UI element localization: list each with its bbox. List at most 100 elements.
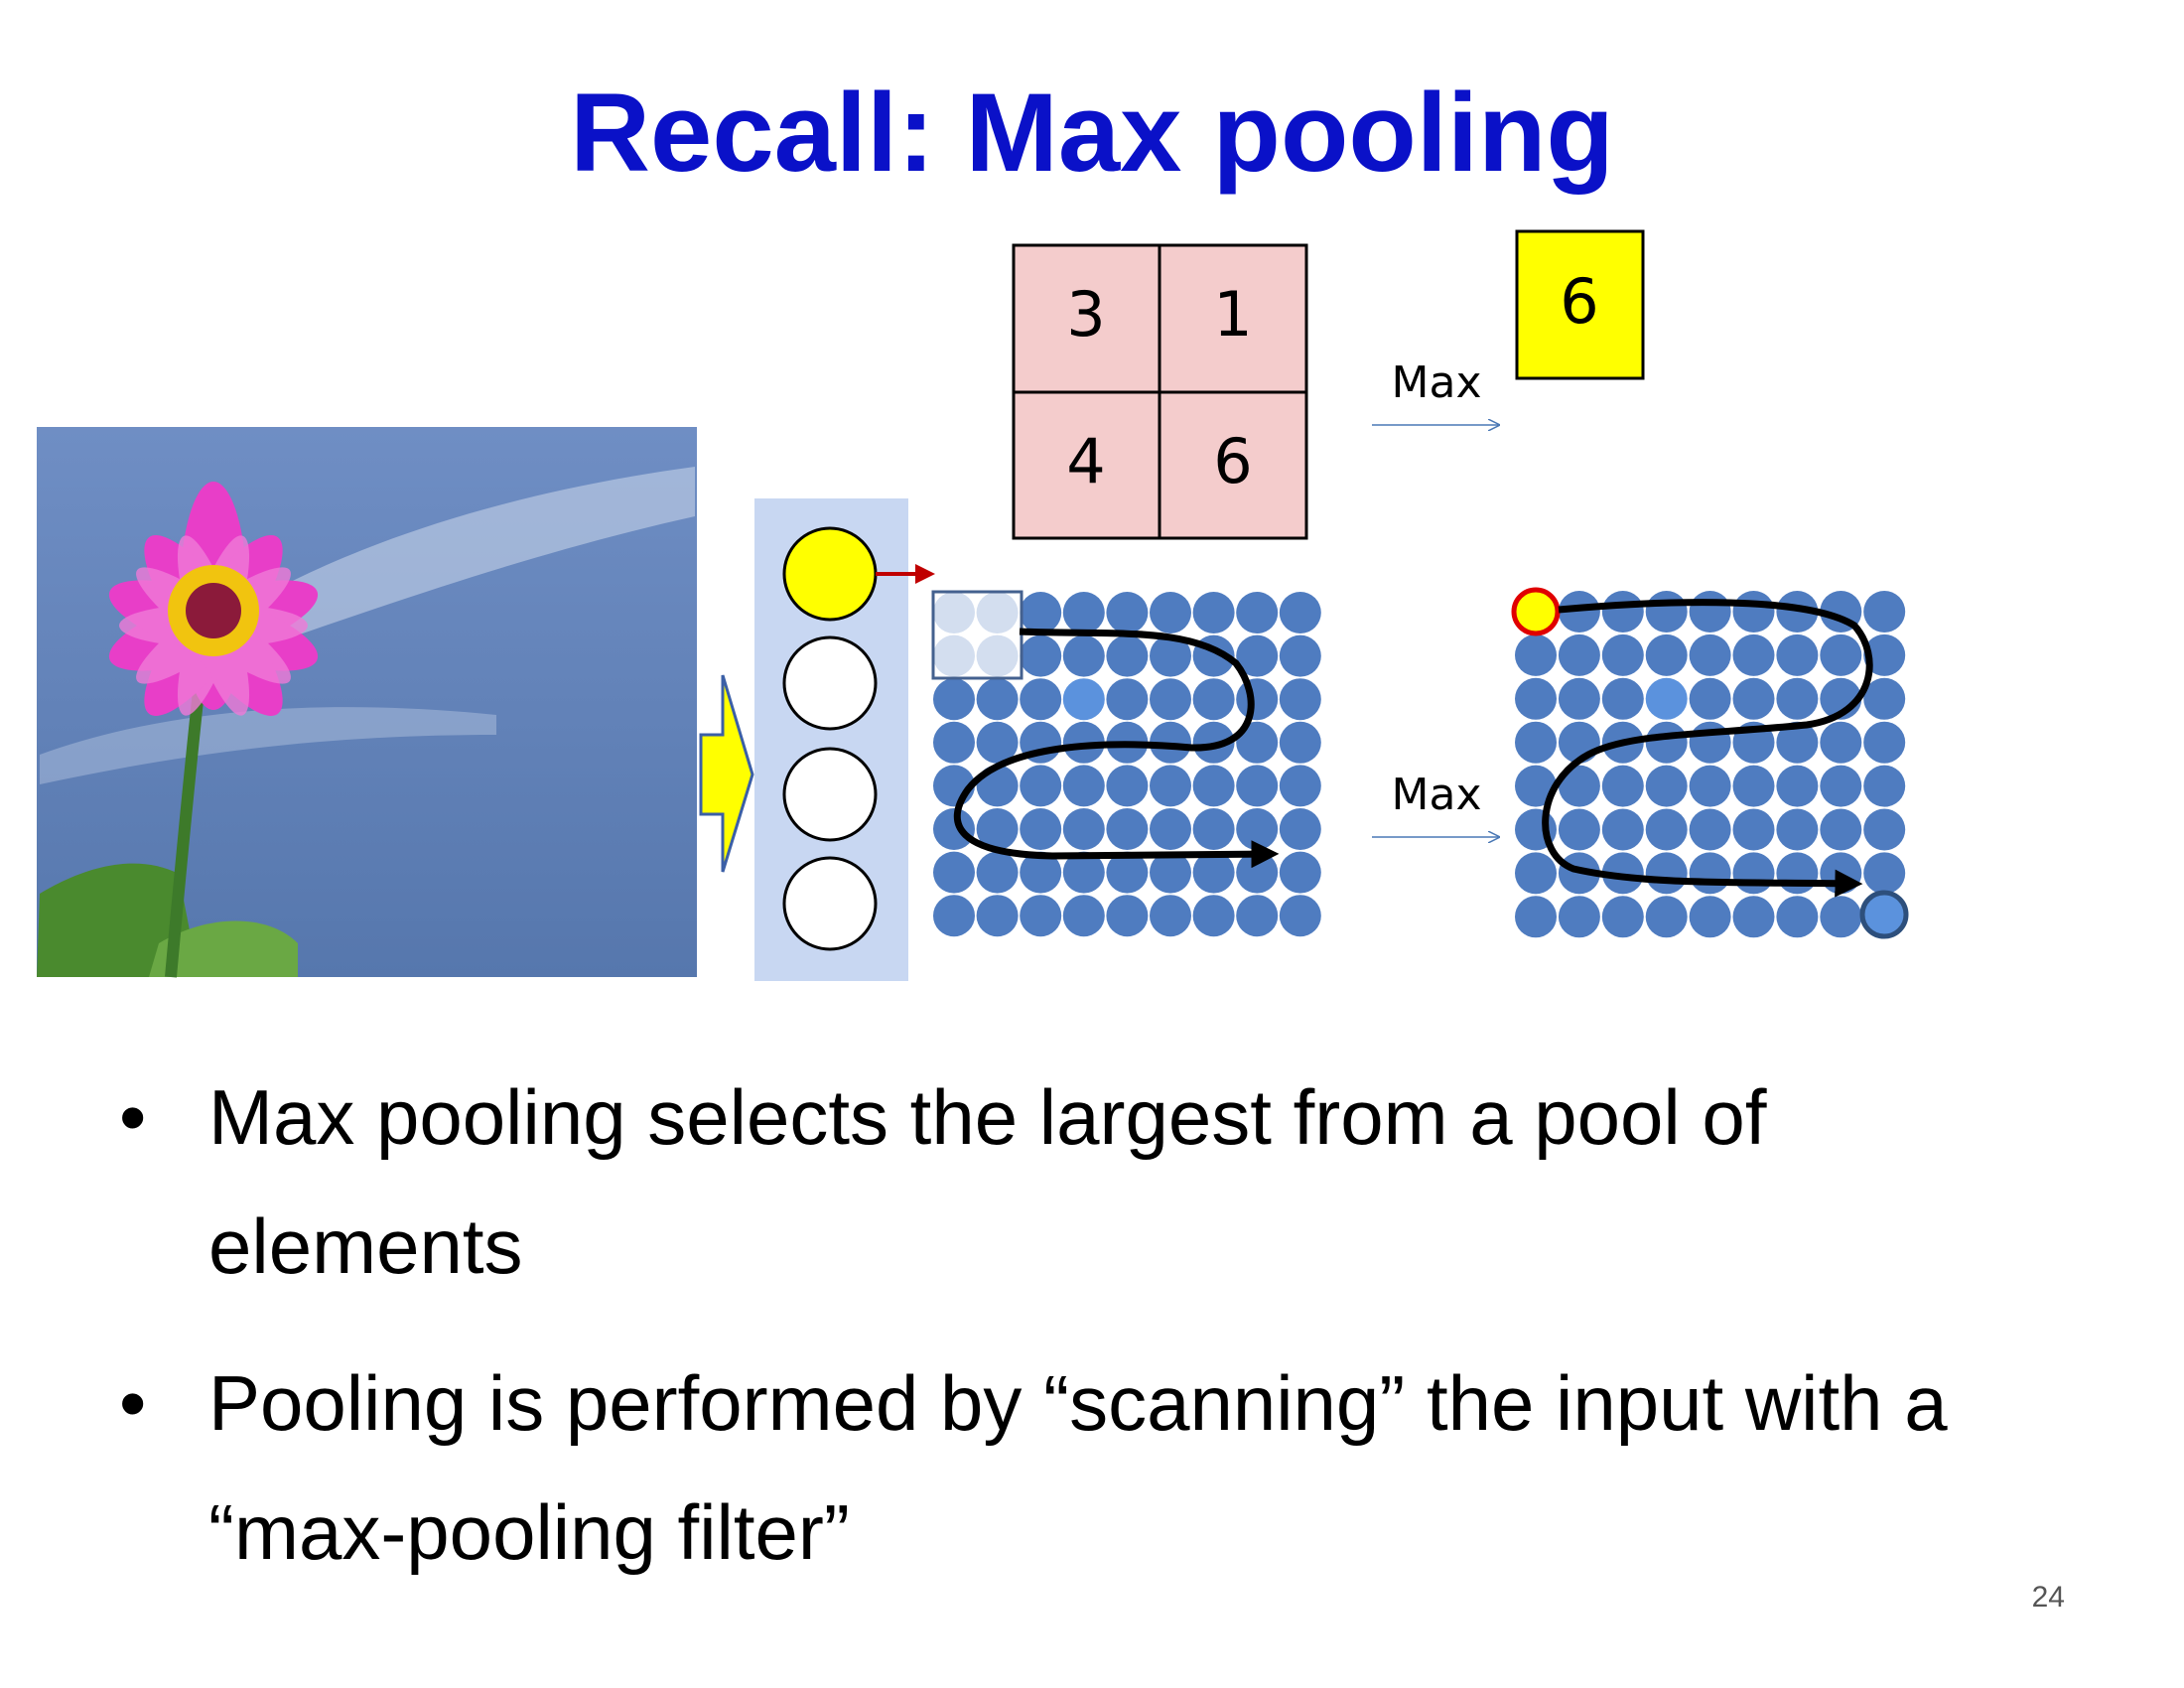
pool-value: 1 [1213, 278, 1252, 351]
grid-dot [1236, 634, 1279, 677]
grid-dot [1192, 851, 1235, 894]
input-arrow-icon [699, 674, 754, 873]
grid-dot [1863, 633, 1906, 676]
pool-value: 4 [1066, 425, 1105, 497]
max-pooling-diagram: 3 1 4 6 Max Max 6 [37, 229, 1909, 981]
grid-dot [1515, 721, 1557, 764]
grid-dot [1776, 677, 1819, 720]
grid-dot [1062, 721, 1105, 764]
grid-dot [1515, 633, 1557, 676]
grid-dot [1645, 896, 1688, 938]
grid-dot [1106, 765, 1149, 807]
grid-dot [1689, 633, 1731, 676]
grid-dot [1776, 591, 1819, 633]
grid-dot [1645, 591, 1688, 633]
neuron [782, 747, 878, 842]
neuron [782, 635, 878, 731]
bullet-icon: • [119, 1073, 147, 1161]
grid-dot [1645, 808, 1688, 851]
grid-dot [1279, 765, 1321, 807]
grid-dot [1236, 765, 1279, 807]
slide-title: Recall: Max pooling [570, 70, 1614, 195]
grid-dot [1558, 765, 1600, 807]
output-end-dot [1859, 890, 1909, 939]
grid-dot [933, 851, 975, 894]
grid-dot [1863, 721, 1906, 764]
grid-dot [933, 721, 975, 764]
grid-dot [1515, 765, 1557, 807]
grid-dot [1776, 721, 1819, 764]
neuron [782, 856, 878, 951]
grid-dot [933, 895, 975, 937]
grid-dot [1732, 677, 1775, 720]
page-number: 24 [2031, 1581, 2065, 1614]
grid-dot [1732, 633, 1775, 676]
flower-photo [37, 427, 697, 978]
grid-dot [1601, 677, 1644, 720]
bullet-item: • Pooling is performed by “scanning” the… [119, 1338, 2085, 1597]
grid-dot [1062, 634, 1105, 677]
grid-dot [1279, 895, 1321, 937]
grid-dot [1689, 852, 1731, 895]
grid-dot [1192, 765, 1235, 807]
grid-dot [1732, 808, 1775, 851]
grid-dot [933, 808, 975, 850]
grid-dot [1236, 808, 1279, 850]
pool-output: 6 [1515, 229, 1645, 380]
grid-dot [1062, 851, 1105, 894]
grid-dot [1689, 765, 1731, 807]
grid-dot [1689, 721, 1731, 764]
grid-dot [1689, 808, 1731, 851]
grid-dot [1106, 895, 1149, 937]
grid-dot [1236, 851, 1279, 894]
grid-dot [1192, 592, 1235, 633]
grid-dot [1558, 633, 1600, 676]
grid-dot [1776, 765, 1819, 807]
grid-dot [1776, 896, 1819, 938]
grid-dot [1279, 634, 1321, 677]
pool-window-2x2: 3 1 4 6 [1012, 243, 1308, 540]
grid-dot [1732, 852, 1775, 895]
grid-dot [1732, 765, 1775, 807]
grid-dot [1820, 896, 1862, 938]
grid-dot [1645, 633, 1688, 676]
grid-dot [1150, 895, 1191, 937]
grid-dot [1106, 634, 1149, 677]
grid-dot [1645, 765, 1688, 807]
grid-dot [1515, 677, 1557, 720]
grid-dot [1645, 721, 1688, 764]
grid-dot [1279, 678, 1321, 721]
grid-dot [1020, 592, 1062, 633]
grid-dot [1601, 852, 1644, 895]
grid-dot [1020, 851, 1062, 894]
grid-dot [1192, 895, 1235, 937]
grid-dot [1062, 592, 1105, 633]
grid-dot [1279, 808, 1321, 850]
pooling-window [931, 590, 1024, 680]
grid-dot [976, 721, 1019, 764]
grid-dot [1062, 808, 1105, 850]
grid-dot [976, 851, 1019, 894]
grid-dot [933, 678, 975, 721]
grid-dot [1150, 592, 1191, 633]
grid-dot [1062, 678, 1105, 721]
grid-dot [1020, 634, 1062, 677]
grid-dot [1820, 633, 1862, 676]
grid-dot [1020, 765, 1062, 807]
bullet-text: Max pooling selects the largest from a p… [208, 1073, 1767, 1290]
grid-dot [1863, 591, 1906, 633]
grid-dot [1601, 808, 1644, 851]
grid-dot [1601, 896, 1644, 938]
grid-dot [1820, 765, 1862, 807]
grid-dot [1020, 678, 1062, 721]
grid-dot [1820, 852, 1862, 895]
grid-dot [1820, 721, 1862, 764]
grid-dot [1192, 808, 1235, 850]
grid-dot [1776, 808, 1819, 851]
active-neuron [782, 526, 878, 622]
pool-value: 6 [1213, 425, 1252, 497]
output-dot-grid [1515, 591, 1906, 938]
grid-dot [1192, 678, 1235, 721]
output-start-dot [1511, 587, 1561, 636]
grid-dot [1020, 895, 1062, 937]
